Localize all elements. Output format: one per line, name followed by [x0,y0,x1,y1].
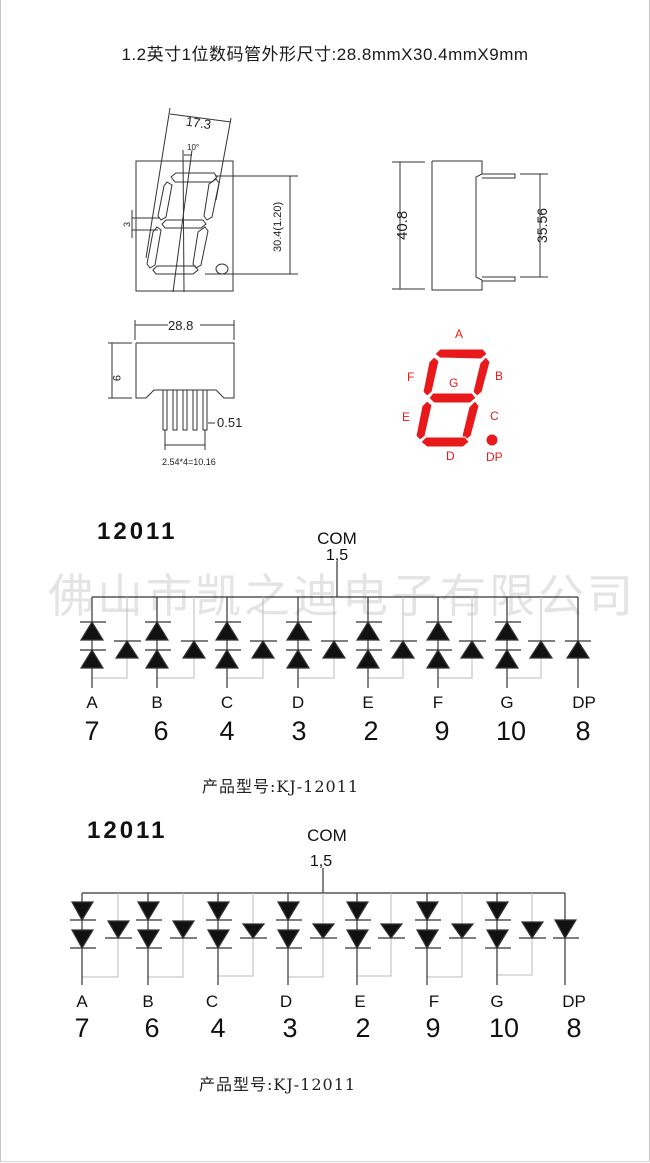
schematic-1-segment-c: C [220,693,234,712]
schematic-2-part-number: 12011 [87,817,168,844]
schematic-2-pin-a: 7 [74,1013,90,1043]
schematic-1-segment-g: G [500,693,514,712]
schematic-2-model-label: 产品型号:KJ-12011 [199,1075,357,1094]
segment-dp [485,433,499,447]
dim-segment-gap: 3 [122,222,132,227]
company-watermark: 佛山市凯之迪电子有限公司 [48,569,636,623]
dim-pin-width: 0.51 [217,415,242,430]
dim-slant-angle: 10° [187,143,199,152]
schematic-1-model-label: 产品型号:KJ-12011 [202,777,360,796]
dim-width: 28.8 [168,318,193,333]
segment-b [472,356,491,397]
segment-a [434,348,488,360]
schematic-1-segment-f: F [432,693,444,712]
schematic-1-pin-d: 3 [291,716,307,746]
schematic-1-circuit [79,562,591,688]
side-view-drawing: 40.8 35.56 [392,160,550,291]
schematic-1-pin-e: 2 [363,716,379,746]
dim-pin-span: 35.56 [534,208,550,243]
schematic-1-pin-g: 10 [495,716,527,746]
segment-legend-diagram: A B C D E F G DP [402,327,503,464]
schematic-2-pin-dp: 8 [566,1013,582,1043]
segment-f [422,356,440,397]
front-view-drawing: 17.3 10° 3 30.4(1.20) [122,107,298,293]
segment-e [415,400,433,441]
page-title: 1.2英寸1位数码管外形尺寸:28.8mmX30.4mmX9mm [121,45,529,64]
segment-c [461,400,480,441]
schematic-2-segment-d: D [279,992,293,1011]
schematic-2-com-label: COM [307,826,347,845]
label-f: F [407,370,414,384]
schematic-1-pin-b: 6 [153,716,169,746]
schematic-2-segment-b: B [142,992,154,1011]
schematic-2-segment-f: F [428,992,440,1011]
label-d: D [446,449,455,463]
segment-d [420,436,470,448]
schematic-1-part-number: 12011 [97,518,178,545]
dim-depth: 9 [110,375,122,381]
schematic-2-segment-e: E [354,992,366,1011]
label-b: B [495,369,503,383]
dim-overall-height: 40.8 [394,211,411,240]
segment-g [428,392,477,404]
schematic-2-pin-d: 3 [282,1013,298,1043]
schematic-1-pin-c: 4 [219,716,235,746]
label-a: A [455,327,463,341]
schematic-1-segment-a: A [86,693,98,712]
schematic-2-pin-c: 4 [210,1013,226,1043]
schematic-2-com-pins: 1,5 [309,853,333,870]
label-g: G [449,376,458,390]
dim-width-slanted: 17.3 [185,114,212,132]
schematic-2-segment-g: G [490,992,504,1011]
schematic-1-segment-e: E [362,693,374,712]
schematic-2-segment-c: C [205,992,219,1011]
schematic-1-com-label: COM [317,529,357,548]
bottom-view-drawing: 28.8 9 0.51 2.54*4=10.16 [108,318,242,467]
schematic-1-pin-dp: 8 [575,716,591,746]
dim-height: 30.4(1.20) [272,202,284,252]
label-e: E [402,410,410,424]
schematic-2-pin-g: 10 [488,1013,520,1043]
dim-pin-pitch: 2.54*4=10.16 [162,457,216,467]
schematic-1-pin-f: 9 [434,716,450,746]
label-dp: DP [486,450,503,464]
schematic-2-segment-a: A [76,992,88,1011]
schematic-1-segment-dp: DP [572,693,596,712]
schematic-1-segment-d: D [291,693,305,712]
schematic-2-segment-dp: DP [562,992,586,1011]
schematic-1-com-pins: 1,5 [325,547,349,564]
label-c: C [490,409,499,423]
schematic-2-pin-b: 6 [144,1013,160,1043]
schematic-1-pin-a: 7 [84,716,100,746]
schematic-2-pin-f: 9 [425,1013,441,1043]
schematic-1-segment-b: B [151,693,163,712]
schematic-2-pin-e: 2 [355,1013,371,1043]
schematic-2-circuit [70,868,579,985]
